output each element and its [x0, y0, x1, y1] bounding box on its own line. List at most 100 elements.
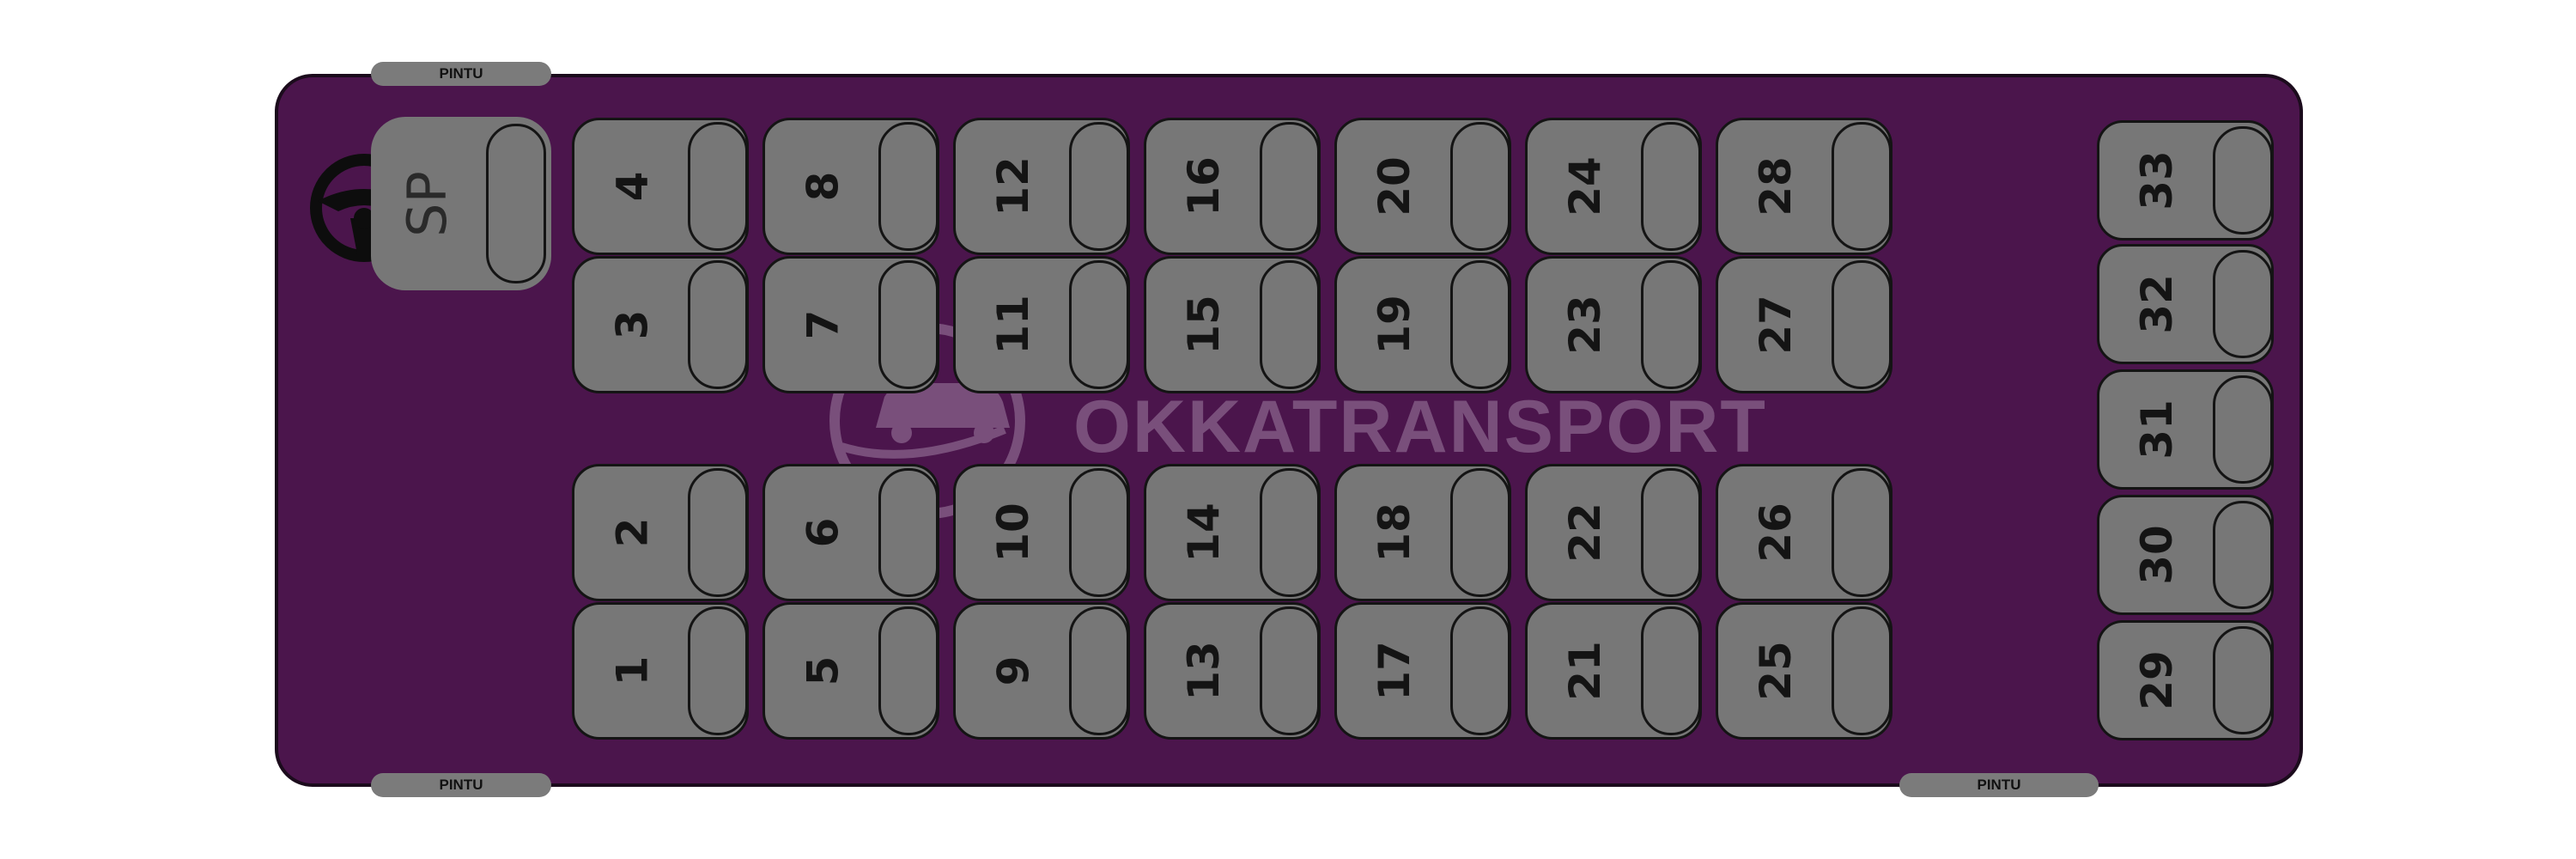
seat-backrest	[688, 606, 748, 735]
seat-number: 13	[1179, 641, 1229, 701]
seat-backrest	[878, 606, 939, 735]
seat-25[interactable]: 25	[1716, 602, 1893, 740]
seat-number: 20	[1370, 156, 1419, 216]
seat-number: 6	[797, 517, 848, 548]
seat-number: 19	[1370, 295, 1419, 355]
seat-number: 29	[2132, 650, 2182, 710]
seat-16[interactable]: 16	[1144, 118, 1321, 255]
seat-backrest	[1450, 468, 1510, 597]
seat-number-area: 14	[1146, 466, 1261, 599]
seat-number-area: 16	[1146, 120, 1261, 253]
seat-number: 16	[1179, 156, 1229, 216]
seat-number-area: 15	[1146, 259, 1261, 391]
seat-backrest	[2213, 626, 2273, 734]
seat-number: 24	[1560, 156, 1610, 216]
seat-6[interactable]: 6	[762, 464, 939, 601]
seat-number-area: 22	[1528, 466, 1643, 599]
seat-number-area: 28	[1718, 120, 1833, 253]
seat-30[interactable]: 30	[2097, 495, 2274, 615]
seat-22[interactable]: 22	[1525, 464, 1702, 601]
seat-number: 8	[797, 171, 848, 202]
seat-number-area: 23	[1528, 259, 1643, 391]
seat-19[interactable]: 19	[1334, 256, 1511, 393]
seat-number: 12	[988, 156, 1038, 216]
door-bottom-rear: PINTU	[1899, 773, 2099, 797]
seat-number: 23	[1560, 295, 1610, 355]
seat-number-area: 7	[765, 259, 880, 391]
seat-2[interactable]: 2	[572, 464, 749, 601]
seat-8[interactable]: 8	[762, 118, 939, 255]
seat-number-area: 1	[574, 605, 690, 737]
seat-7[interactable]: 7	[762, 256, 939, 393]
seat-backrest	[688, 122, 748, 251]
seat-backrest	[1069, 606, 1129, 735]
seat-27[interactable]: 27	[1716, 256, 1893, 393]
seat-number-area: 24	[1528, 120, 1643, 253]
seat-number-area: 6	[765, 466, 880, 599]
seat-number-area: 27	[1718, 259, 1833, 391]
seat-backrest	[1069, 260, 1129, 389]
seat-number-area: 17	[1337, 605, 1452, 737]
seat-number: 9	[987, 655, 1038, 686]
seat-24[interactable]: 24	[1525, 118, 1702, 255]
seat-backrest	[2213, 250, 2273, 358]
seat-number-area: 29	[2099, 623, 2215, 738]
seat-backrest	[688, 260, 748, 389]
okkatransport-watermark: OKKATRANSPORT	[781, 318, 1765, 524]
driver-seat-sp[interactable]: SP	[371, 117, 551, 290]
seat-number: 26	[1751, 503, 1801, 563]
seat-17[interactable]: 17	[1334, 602, 1511, 740]
seat-number-area: 33	[2099, 123, 2215, 238]
seat-3[interactable]: 3	[572, 256, 749, 393]
door-bottom-front: PINTU	[371, 773, 551, 797]
seat-number: 10	[988, 503, 1038, 563]
seat-33[interactable]: 33	[2097, 120, 2274, 241]
seat-9[interactable]: 9	[953, 602, 1130, 740]
seat-number-area: 11	[956, 259, 1071, 391]
seat-14[interactable]: 14	[1144, 464, 1321, 601]
seat-number: 33	[2132, 150, 2182, 210]
seat-23[interactable]: 23	[1525, 256, 1702, 393]
seat-backrest	[688, 468, 748, 597]
seat-backrest	[2213, 501, 2273, 609]
seat-number: 21	[1560, 641, 1610, 701]
driver-seat-label: SP	[395, 170, 459, 237]
seat-number: 31	[2132, 399, 2182, 460]
watermark-brand: OKKATRANSPORT	[1073, 386, 1767, 468]
seat-backrest	[1832, 468, 1892, 597]
seat-number-area: 5	[765, 605, 880, 737]
seat-number: 18	[1370, 503, 1419, 563]
seat-backrest	[486, 124, 546, 283]
seat-15[interactable]: 15	[1144, 256, 1321, 393]
seat-number-area: 19	[1337, 259, 1452, 391]
seat-10[interactable]: 10	[953, 464, 1130, 601]
seat-5[interactable]: 5	[762, 602, 939, 740]
seat-backrest	[878, 468, 939, 597]
seat-number-area: 21	[1528, 605, 1643, 737]
seat-backrest	[2213, 375, 2273, 484]
seat-number-area: 4	[574, 120, 690, 253]
seat-12[interactable]: 12	[953, 118, 1130, 255]
seat-32[interactable]: 32	[2097, 244, 2274, 364]
seat-backrest	[1260, 122, 1320, 251]
seat-backrest	[1641, 468, 1701, 597]
seat-backrest	[1260, 260, 1320, 389]
seat-backrest	[1641, 122, 1701, 251]
seat-11[interactable]: 11	[953, 256, 1130, 393]
seat-number-area: 26	[1718, 466, 1833, 599]
seat-number: 1	[606, 655, 657, 686]
seat-28[interactable]: 28	[1716, 118, 1893, 255]
seat-number: 27	[1751, 295, 1801, 355]
seat-26[interactable]: 26	[1716, 464, 1893, 601]
seat-18[interactable]: 18	[1334, 464, 1511, 601]
seat-number: 22	[1560, 503, 1610, 563]
seat-backrest	[1450, 122, 1510, 251]
seat-21[interactable]: 21	[1525, 602, 1702, 740]
seat-13[interactable]: 13	[1144, 602, 1321, 740]
seat-backrest	[878, 260, 939, 389]
seat-29[interactable]: 29	[2097, 620, 2274, 740]
seat-31[interactable]: 31	[2097, 369, 2274, 490]
seat-20[interactable]: 20	[1334, 118, 1511, 255]
seat-4[interactable]: 4	[572, 118, 749, 255]
seat-1[interactable]: 1	[572, 602, 749, 740]
